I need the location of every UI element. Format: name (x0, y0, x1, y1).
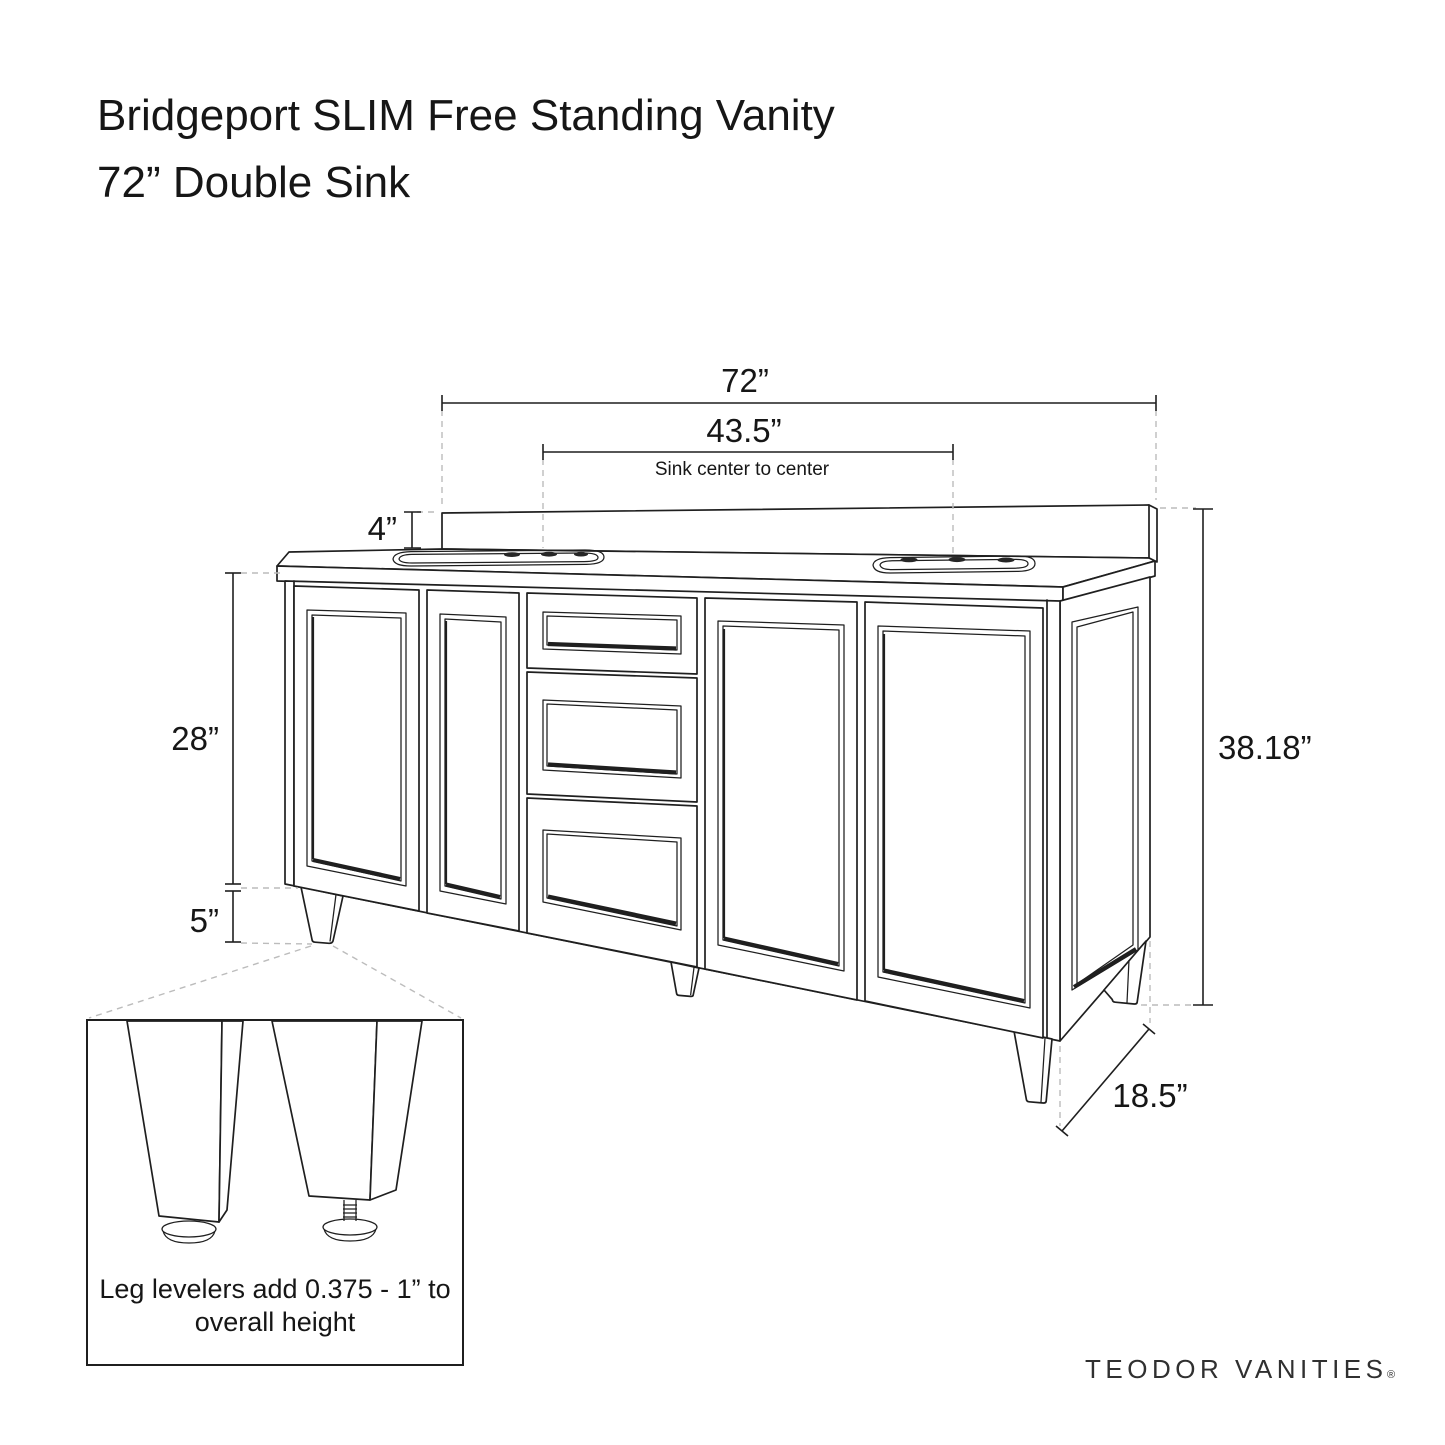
dim-backsplash-height: 4” (368, 510, 421, 549)
leg-detail-box: Leg levelers add 0.375 - 1” to overall h… (86, 1019, 464, 1366)
leg-leveler-foot-right (322, 1218, 378, 1242)
dim-overall-width-label: 72” (721, 362, 769, 399)
leg-detail-callout-left (88, 945, 312, 1019)
drawer-3 (526, 797, 698, 968)
dim-leg-height: 5” (190, 890, 241, 943)
vanity-drawing (276, 504, 1158, 1104)
page-title-line1: Bridgeport SLIM Free Standing Vanity (97, 91, 835, 140)
sink-right (872, 555, 1036, 574)
leg-detail-callout-right (332, 945, 462, 1019)
leg-front-middle (670, 961, 700, 998)
dim-backsplash-label: 4” (368, 510, 397, 547)
dim-sink-centers: 43.5” Sink center to center (542, 412, 954, 480)
door-4 (864, 601, 1044, 1039)
dim-overall-height: 38.18” (1193, 508, 1312, 1006)
dim-cabinet-height: 28” (171, 572, 241, 885)
leg-rear-right (1103, 940, 1147, 1005)
dim-overall-height-label: 38.18” (1218, 729, 1312, 766)
countertop-right-edge (1062, 560, 1156, 603)
dim-overall-width: 72” (441, 362, 1157, 411)
brand-name: TEODOR VANITIES (1085, 1354, 1388, 1384)
brand-logo: TEODOR VANITIES ® (1085, 1354, 1395, 1384)
leg-leveler-note-line2: overall height (195, 1307, 356, 1337)
legs (300, 886, 1147, 1104)
dim-cabinet-height-label: 28” (171, 720, 219, 757)
sinks (392, 549, 1036, 574)
drawer-1 (526, 592, 698, 675)
leg-front-left (300, 886, 344, 945)
door-2 (426, 589, 520, 932)
dim-depth: 18.5” (1055, 1023, 1188, 1137)
drawer-2 (526, 671, 698, 803)
detail-leg-right (271, 1020, 423, 1242)
leg-leveler-note-line1: Leg levelers add 0.375 - 1” to (99, 1274, 450, 1304)
detail-leg-left (126, 1020, 244, 1244)
leg-leveler-thread (343, 1200, 357, 1221)
sink-left (392, 549, 605, 567)
dim-leg-height-label: 5” (190, 902, 219, 939)
page-title-line2: 72” Double Sink (97, 158, 411, 207)
door-1 (293, 585, 420, 912)
dim-sink-centers-label: 43.5” (706, 412, 781, 449)
side-panel (1059, 576, 1151, 1042)
leg-leveler-foot-left (161, 1220, 217, 1244)
dim-depth-label: 18.5” (1112, 1077, 1187, 1114)
countertop (276, 548, 1156, 603)
registered-mark: ® (1387, 1369, 1395, 1381)
door-3 (704, 597, 858, 1001)
dimension-lines: 72” 43.5” Sink center to center 4” 28” (88, 362, 1312, 1137)
leg-front-right (1013, 1030, 1053, 1104)
dim-sink-centers-note: Sink center to center (655, 459, 830, 480)
doors-and-drawers (293, 585, 1044, 1039)
